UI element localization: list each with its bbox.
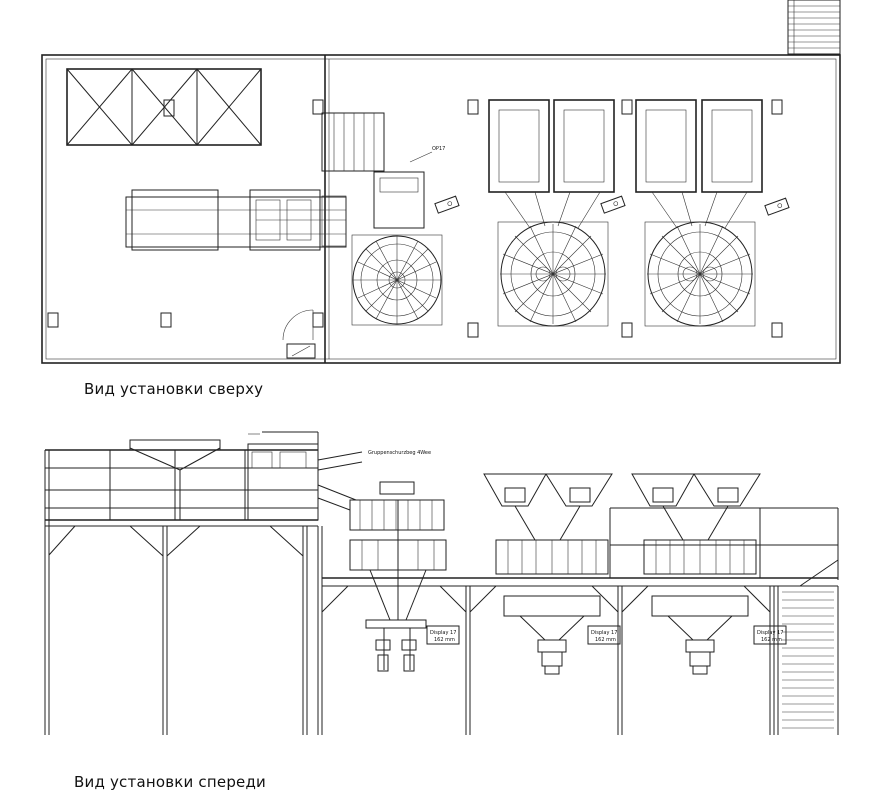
plan-sensors [434, 195, 790, 216]
op17-tag: OP17 [432, 146, 445, 152]
collector-label: Gruppenschurzbeg 4Wee [368, 450, 431, 456]
plan-stair-center [321, 112, 385, 172]
front-weigher-1: Display 17 162 mm [349, 481, 460, 672]
front-hopper-left [129, 431, 319, 521]
plan-op17-unit: OP17 [373, 146, 445, 229]
display-sub-2: 162 mm [595, 637, 616, 643]
top-view-plan: OP17 [41, 0, 841, 364]
caption-top-view: Вид установки сверху [84, 380, 264, 398]
display-sub-1: 162 mm [434, 637, 455, 643]
plan-door [282, 309, 316, 359]
front-weigher-2: Display 17 162 mm [483, 473, 621, 675]
front-view-elevation: Gruppenschurzbeg 4Wee [44, 431, 839, 735]
stair-top-right [787, 0, 841, 55]
plan-outer-wall [41, 54, 841, 364]
display-label-1: Display 17 [430, 630, 456, 636]
display-label-2: Display 17 [591, 630, 617, 636]
display-label-3: Display 17 [757, 630, 783, 636]
plan-columns [47, 99, 783, 338]
front-chute: Gruppenschurzbeg 4Wee [317, 450, 431, 511]
front-right-platform [321, 507, 839, 735]
plan-weigher-2 [488, 99, 615, 327]
front-weigher-3: Display 17 162 mm [631, 473, 787, 675]
plan-conveyor [125, 189, 347, 251]
caption-front-view: Вид установки спереди [74, 773, 266, 791]
plan-weigher-3 [635, 99, 763, 327]
display-sub-3: 162 mm [761, 637, 782, 643]
front-left-platform [44, 449, 323, 735]
front-stair-right [777, 559, 839, 735]
plan-weigher-1 [351, 234, 443, 326]
plan-crossed-boxes [66, 68, 262, 146]
